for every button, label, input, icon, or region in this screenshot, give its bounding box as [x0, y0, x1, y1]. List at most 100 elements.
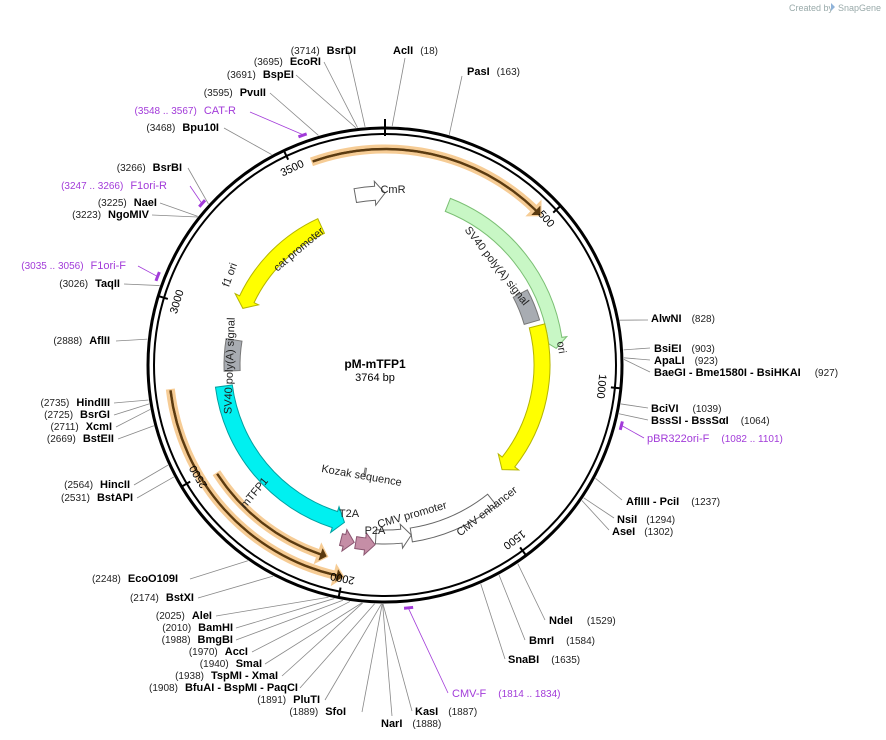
leader-line	[361, 603, 383, 713]
feature-arrow-cmv-promoter	[374, 522, 412, 550]
leader-line	[620, 403, 649, 409]
site-naei[interactable]: (3225)NaeI	[98, 197, 157, 209]
credit-brand: SnapGene	[838, 3, 881, 13]
site-kasi[interactable]: KasI(1887)	[415, 706, 477, 718]
site-bspei[interactable]: (3691)BspEI	[227, 69, 294, 81]
site-pluti[interactable]: (1891)PluTI	[257, 694, 320, 706]
tick-label-1500: 1500	[501, 527, 528, 551]
feature-arrow-sv40-poly-a-signal	[512, 289, 541, 326]
site-tspmi[interactable]: (1938)TspMI - XmaI	[175, 670, 278, 682]
site-asei[interactable]: AseI(1302)	[612, 526, 673, 538]
leader-line	[323, 61, 358, 128]
leader-line	[480, 583, 506, 660]
site-bsteii[interactable]: (2669)BstEII	[47, 433, 114, 445]
primer-marks	[137, 111, 645, 694]
site-xcmi[interactable]: (2711)XcmI	[51, 421, 112, 433]
feature-label-cmr: CmR	[380, 184, 405, 196]
leader-line	[115, 409, 151, 428]
site-bstxi[interactable]: (2174)BstXI	[130, 592, 194, 604]
site-pasi[interactable]: PasI(163)	[467, 66, 520, 78]
site-hindiii[interactable]: (2735)HindIII	[40, 397, 110, 409]
snapgene-logo-icon	[831, 3, 835, 11]
site-aflii[interactable]: (2888)AflII	[53, 335, 110, 347]
site-bsrgi[interactable]: (2725)BsrGI	[44, 409, 110, 421]
leader-line	[187, 167, 209, 205]
site-apali[interactable]: ApaLI(923)	[654, 355, 718, 367]
site-acci[interactable]: (1970)AccI	[189, 646, 248, 658]
tick-label-1000: 1000	[594, 374, 608, 400]
site-ndei[interactable]: NdeI(1529)	[549, 615, 616, 627]
site-bcivi[interactable]: BciVI(1039)	[651, 403, 721, 415]
leader-line	[623, 359, 651, 373]
orf-arc-glow	[309, 144, 542, 217]
site-smai[interactable]: (1940)SmaI	[200, 658, 262, 670]
leader-line	[235, 598, 335, 629]
site-baegi[interactable]: BaeGI - Bme1580I - BsiHKAI(927)	[654, 367, 838, 379]
site-snabi[interactable]: SnaBI(1635)	[508, 654, 580, 666]
primer-mark	[154, 271, 161, 282]
site-ecori[interactable]: (3695)EcoRI	[254, 56, 321, 68]
leader-line	[189, 560, 249, 580]
site-afliii[interactable]: AflIII - PciI(1237)	[626, 496, 720, 508]
primer-f1ori-f[interactable]: (3035 .. 3056)F1ori-F	[21, 260, 126, 272]
site-ecoo109i[interactable]: (2248)EcoO109I	[92, 573, 178, 585]
site-nsii[interactable]: NsiI(1294)	[617, 514, 675, 526]
primer-labels: (3548 .. 3567)CAT-R (3247 .. 3266)F1ori-…	[21, 105, 783, 700]
site-bamhi[interactable]: (2010)BamHI	[162, 622, 233, 634]
site-nari[interactable]: NarI(1888)	[381, 718, 441, 730]
credit-text: Created by	[789, 3, 834, 13]
site-bsrdi[interactable]: (3714)BsrDI	[291, 45, 356, 57]
site-bpu10i[interactable]: (3468)Bpu10I	[146, 122, 219, 134]
tick-mark-2500	[181, 480, 191, 488]
feature-arrow-ori	[497, 323, 551, 471]
feature-arrow-kozak-sequence	[363, 467, 368, 476]
tick-mark-3000	[158, 295, 169, 300]
tick-mark-1000	[610, 386, 620, 390]
site-pvuii[interactable]: (3595)PvuII	[204, 87, 266, 99]
feature-arrow-t2a	[338, 528, 355, 553]
feature-arrow-sv40-poly-a-signal	[223, 337, 243, 372]
site-taqii[interactable]: (3026)TaqII	[59, 278, 120, 290]
leader-line	[295, 74, 357, 129]
site-bstapi[interactable]: (2531)BstAPI	[61, 492, 133, 504]
site-acli[interactable]: AclI(18)	[393, 45, 438, 57]
leader-line	[197, 575, 274, 599]
leader-line	[223, 127, 272, 155]
primer-cat-r[interactable]: (3548 .. 3567)CAT-R	[135, 105, 237, 117]
site-bmri[interactable]: BmrI(1584)	[529, 635, 595, 647]
tick-mark-3500	[283, 151, 290, 161]
site-alei[interactable]: (2025)AleI	[156, 610, 212, 622]
plasmid-length: 3764 bp	[355, 372, 395, 384]
leader-line	[215, 596, 329, 617]
site-alwni[interactable]: AlwNI(828)	[651, 313, 715, 325]
primer-f1ori-r[interactable]: (3247 .. 3266)F1ori-R	[61, 180, 167, 192]
feature-label-kozak: Kozak sequence	[320, 463, 402, 489]
site-sfoi[interactable]: (1889)SfoI	[289, 706, 346, 718]
site-bsrbi[interactable]: (3266)BsrBI	[117, 162, 182, 174]
orf-arc	[169, 390, 344, 582]
primer-pbr322ori-f[interactable]: pBR322ori-F(1082 .. 1101)	[647, 433, 783, 445]
primer-mark	[403, 605, 414, 610]
site-bmgbi[interactable]: (1988)BmgBI	[162, 634, 233, 646]
tick-label-3500: 3500	[279, 158, 306, 179]
primer-cmv-f[interactable]: CMV-F(1814 .. 1834)	[452, 688, 561, 700]
primer-leader-line	[137, 265, 157, 277]
leader-line	[123, 283, 160, 286]
primer-mark	[198, 199, 207, 208]
leader-line	[159, 202, 198, 217]
site-bsssi[interactable]: BssSI - BssSαI(1064)	[651, 415, 770, 427]
feature-arrow-f1-ori	[233, 218, 326, 309]
site-bfuai[interactable]: (1908)BfuAI - BspMI - PaqCI	[149, 682, 298, 694]
leader-line	[382, 603, 413, 712]
site-ngomiv[interactable]: (3223)NgoMIV	[72, 209, 150, 221]
leader-line	[623, 357, 651, 361]
leader-line	[117, 425, 154, 440]
site-bsiei[interactable]: BsiEI(903)	[654, 343, 715, 355]
feature-arrow-cmr	[444, 197, 569, 350]
leader-line	[115, 338, 148, 342]
feature-label-p2a: P2A	[365, 525, 386, 537]
site-hincii[interactable]: (2564)HincII	[64, 479, 130, 491]
orf-arcs	[165, 144, 542, 587]
leader-line	[583, 497, 615, 519]
